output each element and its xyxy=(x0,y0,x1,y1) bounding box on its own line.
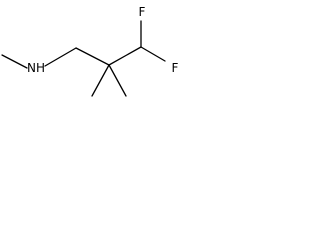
molecule-structure: NH F F xyxy=(1,5,179,97)
amine-nh-label: NH xyxy=(27,61,45,75)
bond-quaternary-c-methyl-right xyxy=(108,64,127,97)
bond-n-ch2 xyxy=(44,47,77,67)
fluorine-upper-label: F xyxy=(139,5,146,19)
bond-quaternary-c-chf2 xyxy=(108,46,142,66)
fluorine-lower-label: F xyxy=(172,61,179,75)
bond-ch2-quaternary-c xyxy=(75,47,110,66)
bond-methyl-n xyxy=(1,54,28,69)
bond-quaternary-c-methyl-left xyxy=(91,64,110,97)
bond-chf2-f-lower xyxy=(140,46,166,62)
